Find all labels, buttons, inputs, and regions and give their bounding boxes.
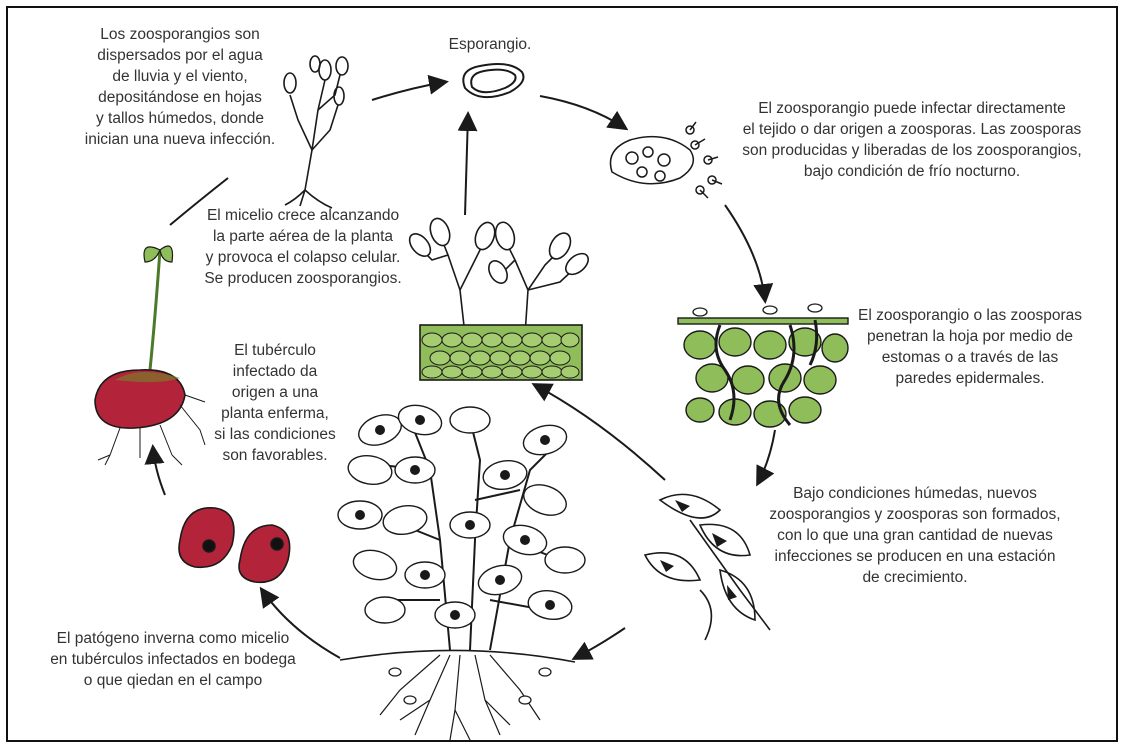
- arrow-mycelium-up: [465, 115, 468, 215]
- label-penetrate: El zoosporangio o las zoosporas penetran…: [845, 305, 1095, 389]
- leaf-penetration-section: [678, 304, 848, 427]
- label-tuber-infected: El tubérculo infectado da origen a una p…: [200, 340, 350, 466]
- label-mycelium-grows: El micelio crece alcanzando la parte aér…: [188, 205, 418, 289]
- tuber-slices: [179, 508, 290, 583]
- label-humid: Bajo condiciones húmedas, nuevos zoospor…: [750, 483, 1080, 588]
- arrow-to-sprouting-tuber: [153, 448, 165, 495]
- potato-plant: [338, 401, 585, 740]
- arrow-to-esporangio: [372, 82, 445, 100]
- arrow-to-zoospores: [540, 96, 625, 128]
- label-esporangio: Esporangio.: [440, 34, 540, 55]
- arrow-to-ground: [575, 628, 625, 658]
- mycelium-on-tissue: [406, 216, 593, 380]
- label-infect-direct: El zoosporangio puede infectar directame…: [722, 98, 1102, 182]
- arrow-to-leaf-tissue: [725, 205, 765, 300]
- zoospore-release: [610, 122, 722, 198]
- dispersal-sporangiophore: [284, 56, 348, 208]
- esporangio-shape: [463, 64, 523, 97]
- label-dispersion: Los zoosporangios son dispersados por el…: [70, 24, 290, 150]
- label-overwinter: El patógeno inverna como micelio en tubé…: [28, 628, 318, 691]
- arrow-to-leaves: [758, 430, 775, 483]
